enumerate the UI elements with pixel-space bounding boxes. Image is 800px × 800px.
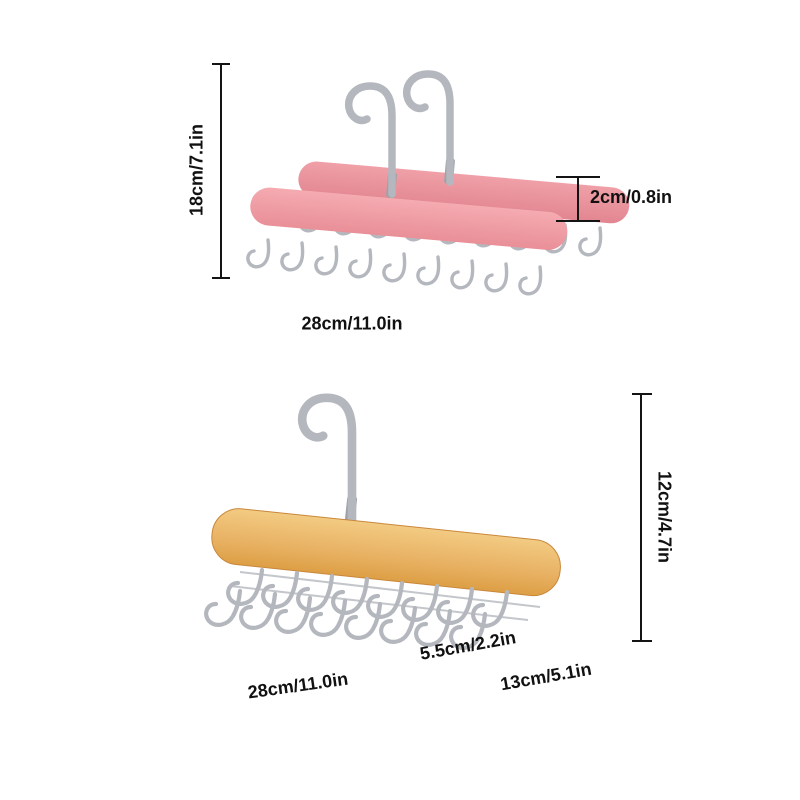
dimension-label-top-width: 28cm/11.0in bbox=[301, 313, 403, 334]
dimension-line-height-18cm bbox=[212, 63, 230, 279]
hook-row-front bbox=[246, 238, 543, 296]
pink-bar-back bbox=[298, 161, 630, 224]
hanger-hook-icon bbox=[302, 398, 352, 522]
pink-hanger-pair bbox=[212, 63, 630, 296]
hanger-hook-icon bbox=[407, 74, 450, 182]
dimension-line-height-12cm bbox=[632, 393, 652, 642]
dimension-label-top-height: 18cm/7.1in bbox=[186, 123, 207, 217]
dimension-label-top-thickness: 2cm/0.8in bbox=[590, 187, 673, 207]
pink-hanger-front bbox=[246, 86, 568, 296]
hook-rail bbox=[239, 571, 541, 608]
dimension-line-thickness-2cm bbox=[556, 176, 600, 222]
wood-hanger bbox=[206, 393, 652, 648]
wood-bar bbox=[211, 508, 561, 597]
pink-bar-front bbox=[250, 187, 568, 250]
dimension-label-bottom-height: 12cm/4.7in bbox=[654, 470, 675, 564]
pink-hanger-back bbox=[298, 74, 630, 257]
